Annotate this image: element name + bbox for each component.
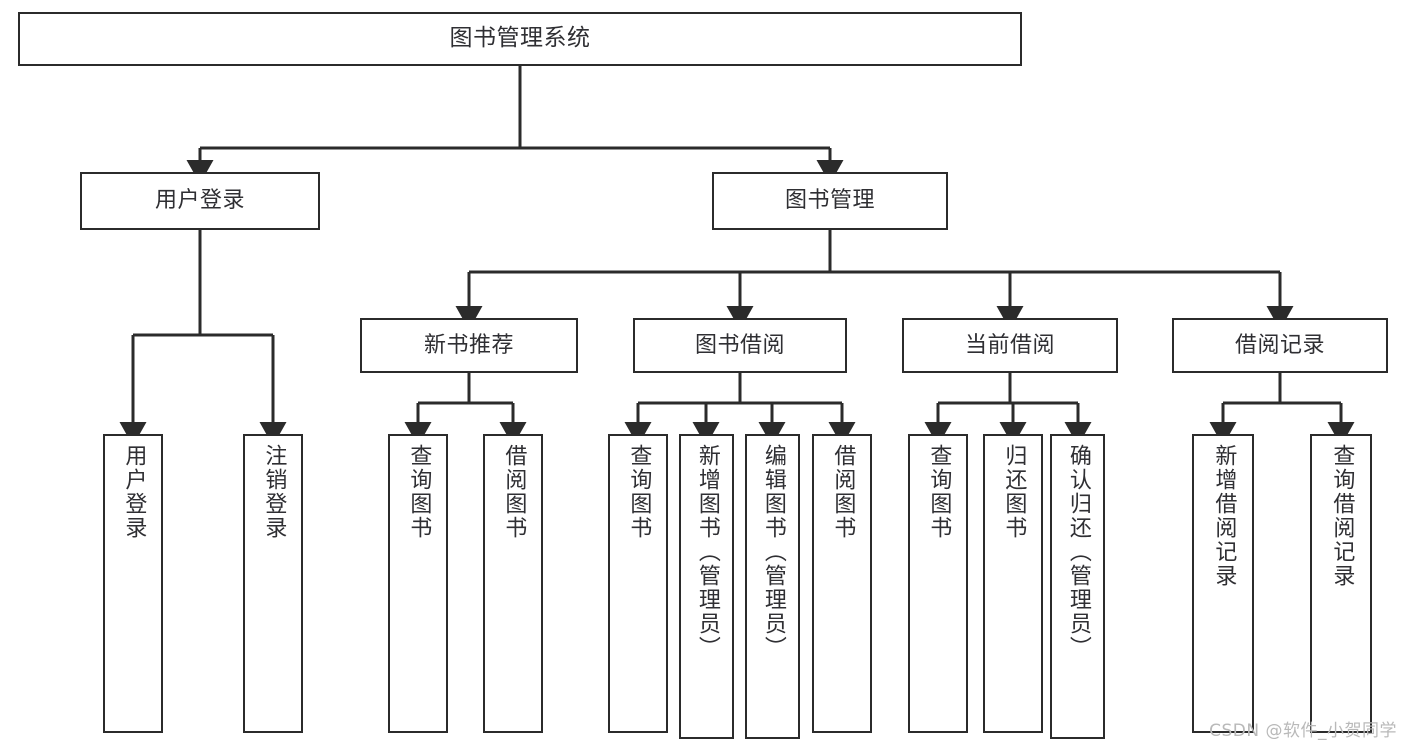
- node-label-新增图书管理员: 新增图书（管理员）: [694, 444, 720, 660]
- node-leaf-2[interactable]: 查询图书: [388, 434, 448, 733]
- node-label-当前借阅: 当前借阅: [964, 332, 1055, 358]
- node-leaf-10[interactable]: 确认归还（管理员）: [1050, 434, 1105, 739]
- node-leaf-11[interactable]: 新增借阅记录: [1192, 434, 1254, 733]
- node-label-确认归还管理员: 确认归还（管理员）: [1065, 444, 1091, 660]
- node-label-借阅图书: 借阅图书: [501, 444, 527, 540]
- node-leaf-9[interactable]: 归还图书: [983, 434, 1043, 733]
- node-leaf-6[interactable]: 编辑图书（管理员）: [745, 434, 800, 739]
- node-label-图书借阅: 图书借阅: [694, 332, 785, 358]
- node-label-查询图书: 查询图书: [926, 444, 952, 540]
- node-label-用户登录: 用户登录: [154, 188, 245, 214]
- node-label-归还图书: 归还图书: [1001, 444, 1027, 540]
- node-level1-1[interactable]: 图书管理: [712, 172, 948, 230]
- node-leaf-3[interactable]: 借阅图书: [483, 434, 543, 733]
- node-root[interactable]: 图书管理系统: [18, 12, 1022, 66]
- node-label-新增借阅记录: 新增借阅记录: [1211, 444, 1237, 588]
- node-label-编辑图书管理员: 编辑图书（管理员）: [760, 444, 786, 660]
- node-label-借阅图书: 借阅图书: [830, 444, 856, 540]
- node-level1-0[interactable]: 用户登录: [80, 172, 320, 230]
- node-leaf-7[interactable]: 借阅图书: [812, 434, 872, 733]
- node-leaf-8[interactable]: 查询图书: [908, 434, 968, 733]
- node-label-图书管理系统: 图书管理系统: [449, 25, 591, 52]
- node-level2-2[interactable]: 当前借阅: [902, 318, 1118, 373]
- node-leaf-5[interactable]: 新增图书（管理员）: [679, 434, 734, 739]
- node-label-查询图书: 查询图书: [626, 444, 652, 540]
- node-level2-0[interactable]: 新书推荐: [360, 318, 578, 373]
- node-level2-3[interactable]: 借阅记录: [1172, 318, 1388, 373]
- node-level2-1[interactable]: 图书借阅: [633, 318, 847, 373]
- node-leaf-1[interactable]: 注销登录: [243, 434, 303, 733]
- node-leaf-0[interactable]: 用户登录: [103, 434, 163, 733]
- watermark-text: CSDN @软件_小贺同学: [1209, 721, 1397, 741]
- node-label-图书管理: 图书管理: [784, 188, 875, 214]
- node-label-查询图书: 查询图书: [406, 444, 432, 540]
- node-label-查询借阅记录: 查询借阅记录: [1329, 444, 1355, 588]
- node-leaf-12[interactable]: 查询借阅记录: [1310, 434, 1372, 733]
- node-label-注销登录: 注销登录: [261, 444, 287, 540]
- node-leaf-4[interactable]: 查询图书: [608, 434, 668, 733]
- node-label-用户登录: 用户登录: [121, 444, 147, 540]
- node-label-借阅记录: 借阅记录: [1234, 332, 1325, 358]
- node-label-新书推荐: 新书推荐: [423, 332, 514, 358]
